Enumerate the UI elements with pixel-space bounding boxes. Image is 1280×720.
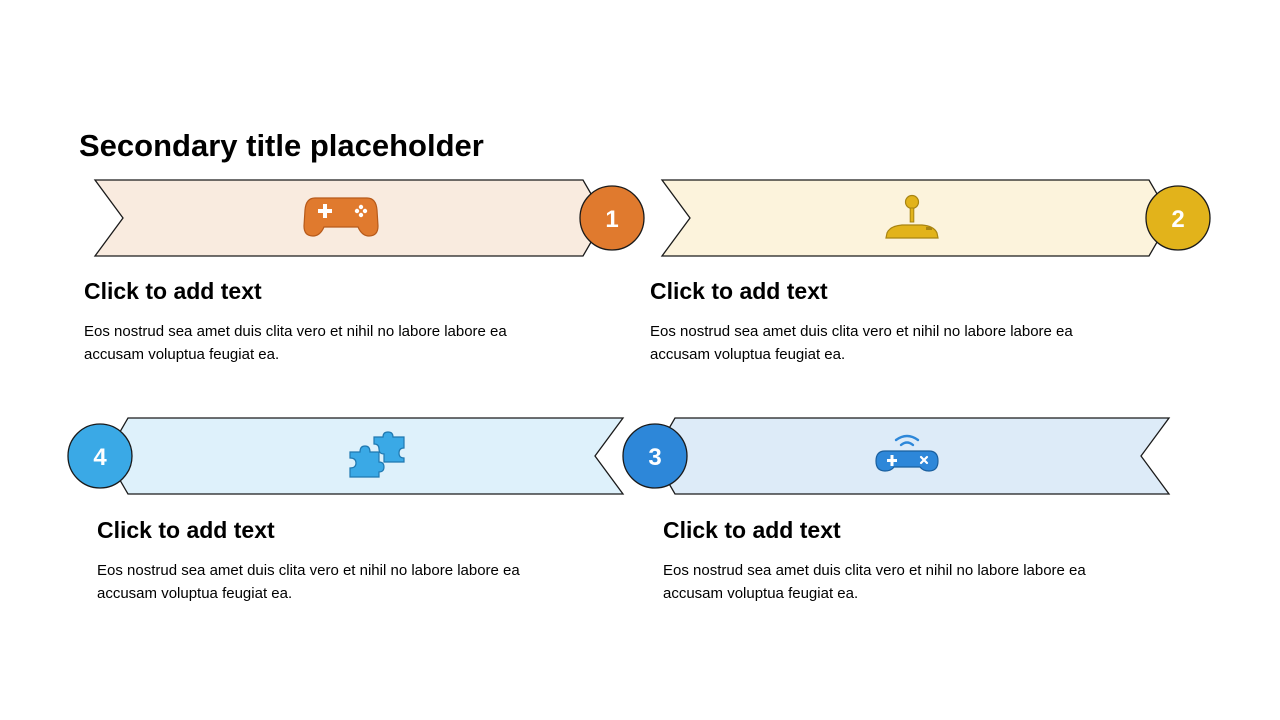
slide-title[interactable]: Secondary title placeholder (79, 128, 484, 163)
step-2-number-badge (1145, 185, 1211, 251)
wireless-controller-icon (875, 434, 939, 472)
gamepad-icon (303, 197, 379, 237)
step-3-banner[interactable]: 3 (622, 417, 1171, 495)
step-2-number: 2 (1171, 206, 1184, 233)
step-4-number: 4 (93, 444, 107, 471)
step-1-body[interactable]: Eos nostrud sea amet duis clita vero et … (84, 323, 507, 363)
step-2-heading[interactable]: Click to add text (650, 278, 828, 304)
step-4-body[interactable]: Eos nostrud sea amet duis clita vero et … (97, 562, 520, 602)
step-1-heading[interactable]: Click to add text (84, 278, 262, 304)
step-4-number-badge (67, 423, 133, 489)
step-1-banner[interactable]: 1 (93, 179, 645, 257)
step-3-heading[interactable]: Click to add text (663, 517, 841, 543)
step-2-arrow-shape (660, 179, 1172, 257)
step-4-heading[interactable]: Click to add text (97, 517, 275, 543)
step-3-body[interactable]: Eos nostrud sea amet duis clita vero et … (663, 562, 1086, 602)
step-3-number: 3 (648, 444, 661, 471)
step-1-number: 1 (605, 206, 618, 233)
step-2-banner[interactable]: 2 (660, 179, 1211, 257)
puzzle-icon (349, 431, 405, 478)
joystick-icon (885, 194, 939, 239)
step-2-body[interactable]: Eos nostrud sea amet duis clita vero et … (650, 323, 1073, 363)
step-1-number-badge (579, 185, 645, 251)
step-4-banner[interactable]: 4 (67, 417, 625, 495)
step-3-number-badge (622, 423, 688, 489)
